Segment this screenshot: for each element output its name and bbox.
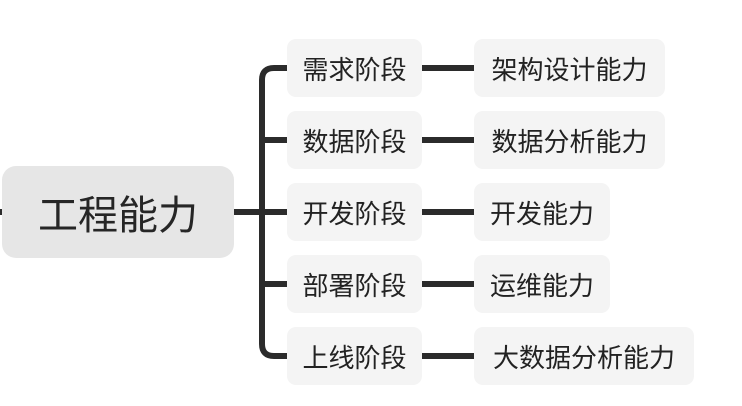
ability-node-operations[interactable]: 运维能力 <box>474 255 610 313</box>
ability-node-big-data-analysis[interactable]: 大数据分析能力 <box>474 327 694 385</box>
stage-node-launch[interactable]: 上线阶段 <box>287 327 422 385</box>
root-topic-node[interactable]: 工程能力 <box>2 166 234 258</box>
ability-node-development[interactable]: 开发能力 <box>474 183 610 241</box>
stage-node-development[interactable]: 开发阶段 <box>287 183 422 241</box>
stage-node-deployment[interactable]: 部署阶段 <box>287 255 422 313</box>
stage-node-data[interactable]: 数据阶段 <box>287 111 422 169</box>
stage-node-requirements[interactable]: 需求阶段 <box>287 39 422 97</box>
ability-node-architecture-design[interactable]: 架构设计能力 <box>474 39 665 97</box>
ability-node-data-analysis[interactable]: 数据分析能力 <box>474 111 665 169</box>
